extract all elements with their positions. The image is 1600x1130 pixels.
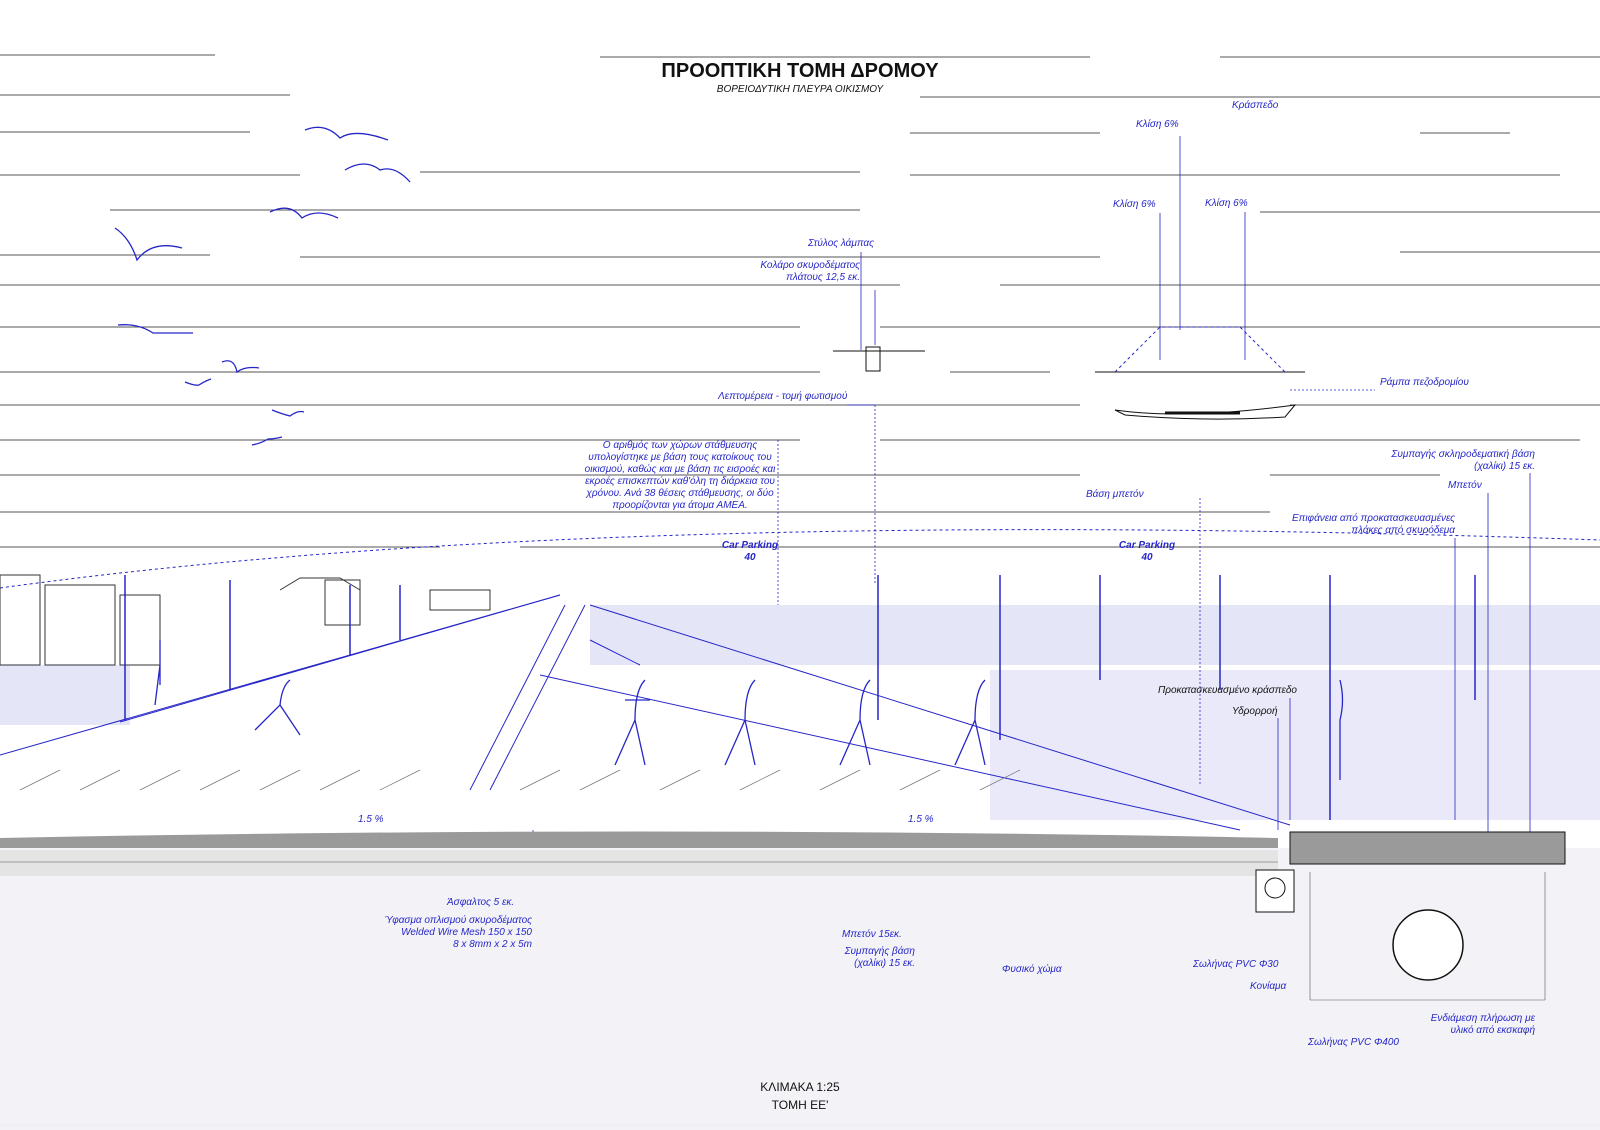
sky-lines [0, 54, 1600, 548]
label-slope-1: 1.5 % [358, 814, 384, 825]
label-car-parking-1: Car Parking 40 [721, 540, 779, 563]
label-asfaltos: Άσφαλτος 5 εκ. [447, 897, 515, 908]
label-klisi-1: Κλίση 6% [1136, 119, 1179, 130]
pedestrian [954, 679, 986, 766]
pedestrian [839, 679, 871, 766]
label-klisi-2: Κλίση 6% [1113, 199, 1156, 210]
label-fysiko-xoma: Φυσικό χώμα [1002, 964, 1062, 975]
bird [269, 207, 339, 219]
bird [114, 227, 183, 262]
pedestrian [254, 679, 301, 736]
label-koniama: Κονίαμα [1250, 981, 1287, 992]
ground-section [0, 831, 1600, 1130]
label-endiamesi: Ενδιάμεση πλήρωση με υλικό από εκσκαφή [1430, 1013, 1535, 1036]
label-kraspedo: Κράσπεδο [1232, 100, 1279, 111]
label-epifaneia: Επιφάνεια από προκατασκευασμένες πλάκες … [1291, 513, 1455, 536]
scale-label: ΚΛΙΜΑΚΑ 1:25 [760, 1080, 840, 1094]
perspective-scene [0, 529, 1600, 831]
label-rampa: Ράμπα πεζοδρομίου [1380, 377, 1469, 388]
label-ydrorroi: Υδρορροή [1232, 706, 1278, 717]
bird [344, 163, 411, 183]
pedestrian [614, 679, 650, 766]
label-stylos: Στύλος λάμπας [808, 238, 874, 249]
section-label: ΤΟΜΗ ΕΕ' [771, 1098, 829, 1112]
label-yfasma: Ύφασμα οπλισμού σκυροδέματος Welded Wire… [384, 915, 532, 950]
pedestrian [724, 679, 756, 766]
label-prokat-kraspedo: Προκατασκευασμένο κράσπεδο [1158, 685, 1297, 696]
label-leptomereia: Λεπτομέρεια - τομή φωτισμού [718, 391, 848, 402]
label-mpeton-top: Μπετόν [1448, 480, 1482, 491]
birds [114, 126, 411, 446]
details [833, 326, 1305, 420]
bird [117, 324, 193, 334]
label-slope-2: 1.5 % [908, 814, 934, 825]
bird [184, 378, 212, 386]
pedestrians [154, 640, 1344, 780]
label-solinas-400: Σωλήνας PVC Φ400 [1308, 1037, 1399, 1048]
label-kolaro: Κολάρο σκυροδέματος πλάτους 12,5 εκ. [760, 260, 860, 283]
label-klisi-3: Κλίση 6% [1205, 198, 1248, 209]
page-subtitle: ΒΟΡΕΙΟΔΥΤΙΚΗ ΠΛΕΥΡΑ ΟΙΚΙΣΜΟΥ [716, 84, 884, 95]
page-title: ΠΡΟΟΠΤΙΚΗ ΤΟΜΗ ΔΡΟΜΟΥ [661, 60, 939, 82]
label-sympagis-top: Συμπαγής σκληροδεματική βάση (χαλίκι) 15… [1391, 449, 1535, 472]
pedestrian [1339, 679, 1344, 780]
label-sympagis-bottom: Συμπαγής βάση (χαλίκι) 15 εκ. [844, 946, 915, 969]
bird [271, 409, 305, 417]
bird [304, 126, 389, 141]
label-mpeton-15: Μπετόν 15εκ. [842, 929, 902, 940]
pedestrian [154, 640, 161, 706]
bird [221, 360, 260, 374]
label-vasi-mpeton: Βάση μπετόν [1086, 489, 1144, 500]
label-car-parking-2: Car Parking 40 [1118, 540, 1176, 563]
bird [251, 436, 283, 446]
label-parking-note: Ο αριθμός των χώρων στάθμευσης υπολογίστ… [584, 440, 776, 511]
label-solinas-30: Σωλήνας PVC Φ30 [1193, 959, 1279, 970]
